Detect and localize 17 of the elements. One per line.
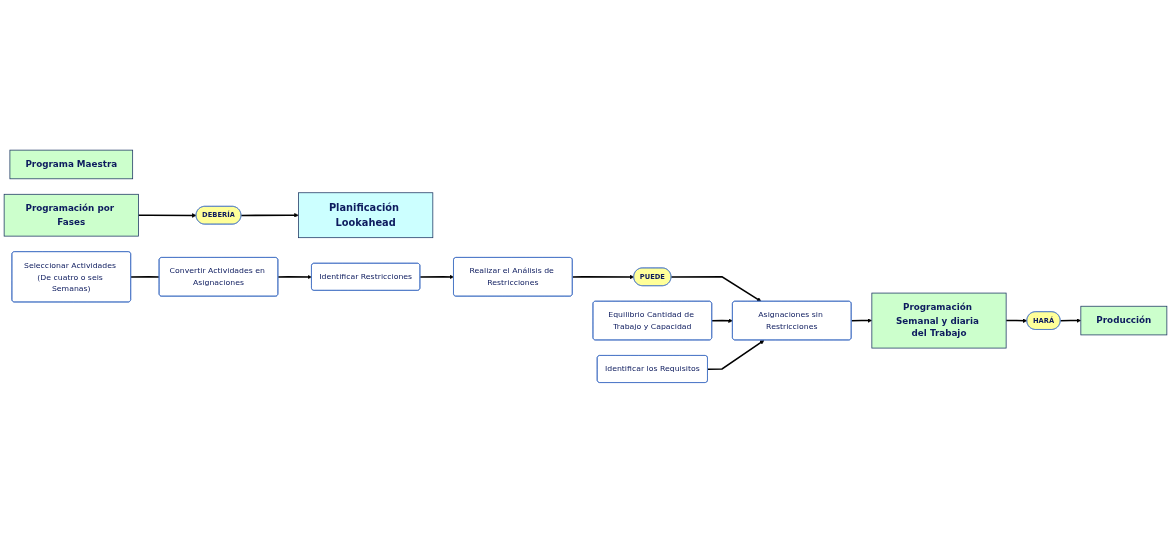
- arrow: [850, 318, 873, 323]
- connector: [130, 276, 161, 278]
- node-box: Programación Semanal y diaria del Trabajo: [871, 292, 1007, 349]
- arrow: [1059, 318, 1082, 323]
- arrow: [706, 340, 765, 371]
- arrow: [137, 213, 197, 218]
- arrow: [571, 274, 635, 280]
- arrow: [277, 274, 312, 280]
- arrow: [1005, 318, 1028, 324]
- arrow: [240, 213, 299, 218]
- arrow: [419, 274, 454, 280]
- node-box: Producción: [1080, 306, 1168, 336]
- node-box: Programa Maestra: [9, 149, 134, 180]
- node-box: Planificación Lookahead: [298, 192, 434, 239]
- arrow: [711, 318, 733, 324]
- node-box: Programación por Fases: [3, 194, 139, 237]
- arrow: [670, 276, 762, 302]
